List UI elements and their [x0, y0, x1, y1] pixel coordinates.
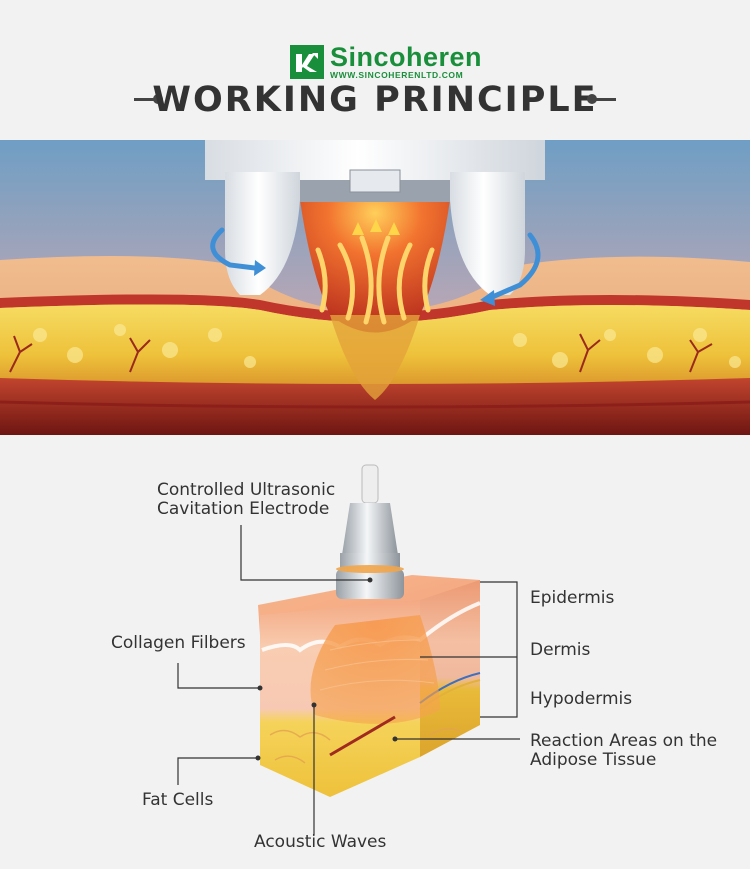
- reaction-label-line2: Adipose Tissue: [530, 750, 657, 770]
- title-left-dot: [153, 94, 163, 104]
- fat-cells-label: Fat Cells: [142, 790, 214, 810]
- epidermis-label: Epidermis: [530, 588, 615, 608]
- electrode-label-line2: Cavitation Electrode: [157, 499, 330, 519]
- hypodermis-label: Hypodermis: [530, 689, 633, 709]
- acoustic-waves-label: Acoustic Waves: [254, 832, 387, 852]
- title-left-dash: [134, 98, 160, 101]
- electrode-label-line1: Controlled Ultrasonic: [157, 480, 336, 500]
- collagen-label: Collagen Filbers: [111, 633, 246, 653]
- skin-block-illustration: [177, 464, 520, 835]
- brand-name: Sincoheren: [330, 42, 483, 72]
- reaction-label-line1: Reaction Areas on the: [530, 731, 718, 751]
- dermis-label: Dermis: [530, 640, 591, 660]
- title-right-dash: [590, 98, 616, 101]
- brand-logo: Sincoheren WWW.SINCOHERENLTD.COM: [290, 44, 482, 80]
- skin-cross-section: Controlled Ultrasonic Cavitation Electro…: [0, 435, 750, 869]
- header: Sincoheren WWW.SINCOHERENLTD.COM WORKING…: [0, 0, 750, 140]
- brand-text: Sincoheren WWW.SINCOHERENLTD.COM: [330, 42, 483, 81]
- brand-url: WWW.SINCOHERENLTD.COM: [330, 70, 464, 80]
- sincoheren-logo-icon: [290, 45, 324, 79]
- rotation-arrow-icon: [210, 227, 541, 301]
- title-row: WORKING PRINCIPLE: [0, 78, 750, 122]
- page-title: WORKING PRINCIPLE: [152, 80, 598, 120]
- vacuum-head-illustration: [0, 140, 750, 435]
